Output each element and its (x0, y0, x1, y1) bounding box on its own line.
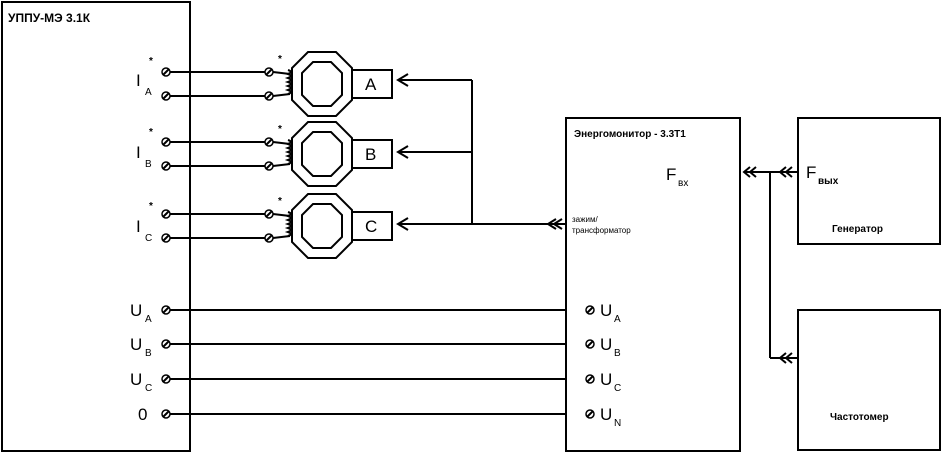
terminal-circle (161, 137, 171, 147)
em-uc-sub: C (614, 383, 621, 394)
connector-icon (748, 166, 757, 178)
transformer-c: * C (264, 193, 393, 259)
uppu-voltage-label-a: U A (130, 301, 152, 325)
em-uc-letter: U (600, 370, 612, 389)
arrow-icon (396, 145, 409, 159)
connector-icon (778, 352, 787, 364)
uppu-uc-sub: C (145, 383, 152, 394)
uppu-ub-letter: U (130, 335, 142, 354)
transformer-b-label: B (365, 145, 376, 164)
em-ub-sub: B (614, 348, 621, 359)
em-ub-letter: U (600, 335, 612, 354)
terminal-circle (161, 305, 171, 315)
terminal-circle (585, 339, 595, 349)
uppu-ic-sub: C (145, 233, 152, 244)
em-un-letter: U (600, 405, 612, 424)
energomonitor-voltage-label-c: U C (600, 370, 621, 394)
em-ua-sub: A (614, 314, 621, 325)
generator-frame (797, 117, 941, 245)
generator-fout-sub: вых (818, 176, 839, 187)
energomonitor-fin-sub: вх (678, 178, 688, 189)
energomonitor-title: Энергомонитор - 3.3Т1 (574, 129, 686, 140)
energomonitor-clamp-line2: трансформатор (572, 226, 631, 235)
uppu-ua-letter: U (130, 301, 142, 320)
energomonitor-voltage-label-n: U N (600, 405, 621, 429)
generator-fout-letter: F (806, 163, 816, 182)
energomonitor-clamp-line1: зажим/ (572, 215, 598, 224)
transformer-b-star: * (278, 124, 282, 135)
frequency-meter-label: Частотомер (830, 412, 889, 423)
uppu-voltage-label-b: U B (130, 335, 152, 359)
arrow-icon (396, 217, 409, 231)
uppu-voltage-label-0: 0 (138, 405, 147, 424)
transformer-c-clamp (351, 211, 393, 241)
frequency-meter-block: Частотомер (797, 309, 941, 451)
connector-icon (784, 352, 793, 364)
uppu-current-label-a: I A * (136, 56, 153, 98)
uppu-ua-sub: A (145, 314, 152, 325)
terminal-circle (585, 409, 595, 419)
connector-icon (546, 218, 557, 230)
energomonitor-frame (565, 117, 741, 452)
uppu-current-label-c: I C * (136, 201, 153, 244)
uppu-u0-letter: 0 (138, 405, 147, 424)
energomonitor-fin-letter: F (666, 165, 676, 184)
connector-icon (778, 166, 787, 178)
uppu-ib-sub: B (145, 159, 152, 170)
energomonitor-voltage-label-a: U A (600, 301, 621, 325)
energomonitor-voltage-label-b: U B (600, 335, 621, 359)
clamp-bus (396, 73, 566, 231)
uppu-ic-letter: I (136, 217, 141, 236)
uppu-ic-star: * (149, 201, 153, 212)
em-un-sub: N (614, 418, 621, 429)
transformer-a-clamp (351, 69, 393, 99)
terminal-circle (161, 409, 171, 419)
generator-block: F вых Генератор (797, 117, 941, 245)
terminal-circle (161, 374, 171, 384)
energomonitor-terminals (585, 305, 595, 419)
transformer-c-label: C (365, 217, 377, 236)
uppu-ib-letter: I (136, 143, 141, 162)
arrow-icon (396, 73, 409, 87)
uppu-ub-sub: B (145, 348, 152, 359)
transformer-c-star: * (278, 196, 282, 207)
terminal-circle (161, 233, 171, 243)
transformer-a-star: * (278, 54, 282, 65)
uppu-title: УППУ-МЭ 3.1К (8, 11, 91, 25)
frequency-wiring (742, 166, 798, 364)
uppu-uc-letter: U (130, 370, 142, 389)
uppu-block: УППУ-МЭ 3.1К I A * I B * I C * U A U B U… (1, 1, 191, 452)
connector-icon (552, 218, 563, 230)
terminal-circle (585, 305, 595, 315)
energomonitor-block: Энергомонитор - 3.3Т1 F вх зажим/ трансф… (565, 117, 741, 452)
transformer-a: * A (264, 51, 393, 117)
uppu-voltage-label-c: U C (130, 370, 152, 394)
uppu-frame (1, 1, 191, 452)
voltage-wires (170, 309, 586, 415)
uppu-ia-star: * (149, 56, 153, 67)
terminal-circle (585, 374, 595, 384)
uppu-ia-sub: A (145, 87, 152, 98)
em-ua-letter: U (600, 301, 612, 320)
transformer-b: * B (264, 121, 393, 187)
uppu-current-label-b: I B * (136, 127, 153, 170)
terminal-circle (161, 161, 171, 171)
frequency-meter-frame (797, 309, 941, 451)
terminal-circle (161, 339, 171, 349)
uppu-ia-letter: I (136, 71, 141, 90)
transformer-a-label: A (365, 75, 377, 94)
connector-icon (784, 166, 793, 178)
connector-icon (742, 166, 751, 178)
current-wires (170, 71, 265, 239)
uppu-ib-star: * (149, 127, 153, 138)
generator-label: Генератор (832, 224, 883, 235)
terminal-circle (161, 209, 171, 219)
terminal-circle (161, 67, 171, 77)
transformer-b-clamp (351, 139, 393, 169)
terminal-circle (161, 91, 171, 101)
